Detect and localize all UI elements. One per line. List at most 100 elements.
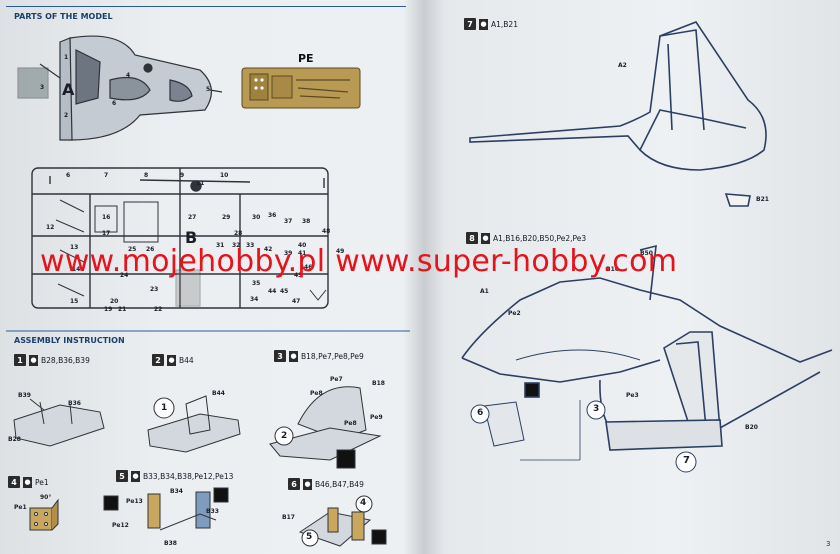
callout-label: A1 xyxy=(480,288,489,295)
glue-icon: ● xyxy=(29,354,38,366)
step-8-header: 8 ● A1,B16,B20,B50,Pe2,Pe3 xyxy=(466,232,586,244)
sprue-b-part-number: 32 xyxy=(232,242,241,249)
sprue-b-part-number: 13 xyxy=(70,244,79,251)
step-number: 4 xyxy=(8,476,20,488)
sprue-a-part-number: 5 xyxy=(206,86,211,93)
callout-label: 4 xyxy=(360,498,367,508)
step8-drawing xyxy=(461,244,833,473)
parts-title-rule xyxy=(6,6,406,7)
callout-label: B21 xyxy=(756,196,769,203)
step1-drawing xyxy=(13,398,105,447)
step-6-header: 6 ● B46,B47,B49 xyxy=(288,478,364,490)
callout-label: Pe1 xyxy=(14,504,27,511)
sprue-b-part-number: 34 xyxy=(250,296,259,303)
glue-icon: ● xyxy=(303,478,312,490)
glue-icon: ● xyxy=(23,476,32,488)
callout-label: Pe13 xyxy=(126,498,143,505)
sprue-b-part-number: 33 xyxy=(246,242,255,249)
callout-label: B36 xyxy=(68,400,81,407)
sprue-b-part-number: 15 xyxy=(70,298,79,305)
callout-label: B16 xyxy=(606,266,619,273)
step-3-header: 3 ● B18,Pe7,Pe8,Pe9 xyxy=(274,350,364,362)
sprue-b-part-number: 49 xyxy=(336,248,345,255)
step7-drawing xyxy=(469,21,767,207)
sprue-b-part-number: 11 xyxy=(196,180,205,187)
sprue-b-part-number: 45 xyxy=(280,288,289,295)
step-parts: Pe1 xyxy=(35,477,49,487)
sprue-b-part-number: 24 xyxy=(120,272,129,279)
sprue-b-part-number: 9 xyxy=(180,172,185,179)
sprue-b-part-number: 19 xyxy=(104,306,113,313)
step-parts: B44 xyxy=(179,355,194,365)
callout-label: B39 xyxy=(18,392,31,399)
sprue-b-part-number: 7 xyxy=(104,172,109,179)
callout-label: Pe8 xyxy=(310,390,323,397)
parts-section-title: PARTS OF THE MODEL xyxy=(14,12,113,21)
step6-drawing xyxy=(298,495,387,547)
callout-label: Pe9 xyxy=(370,414,383,421)
step-2-header: 2 ● B44 xyxy=(152,354,194,366)
sprue-b-letter: B xyxy=(185,228,198,247)
callout-label: B28 xyxy=(8,436,21,443)
callout-label: 7 xyxy=(683,455,690,466)
step-1-header: 1 ● B28,B36,B39 xyxy=(14,354,90,366)
sprue-b-part-number: 48 xyxy=(322,228,331,235)
sprue-b-part-number: 17 xyxy=(102,230,111,237)
glue-icon: ● xyxy=(481,232,490,244)
callout-label: B38 xyxy=(164,540,177,547)
glue-icon: ● xyxy=(479,18,488,30)
sprue-a-part-number: 2 xyxy=(64,112,69,119)
step-7-header: 7 ● A1,B21 xyxy=(464,18,518,30)
sprue-b-part-number: 47 xyxy=(292,298,301,305)
callout-label: B33 xyxy=(206,508,219,515)
callout-label: Pe3 xyxy=(626,392,639,399)
step-4-header: 4 ● Pe1 xyxy=(8,476,49,488)
sprue-b-part-number: 35 xyxy=(252,280,261,287)
glue-icon: ● xyxy=(167,354,176,366)
sprue-b-part-number: 31 xyxy=(216,242,225,249)
sprue-b-part-number: 10 xyxy=(220,172,229,179)
callout-label: B34 xyxy=(170,488,183,495)
step-number: 5 xyxy=(116,470,128,482)
step-5-header: 5 ● B33,B34,B38,Pe12,Pe13 xyxy=(116,470,233,482)
pe-fret-drawing xyxy=(241,67,361,109)
callout-label: 90° xyxy=(40,494,52,501)
step-parts: A1,B21 xyxy=(491,19,518,29)
sprue-b-part-number: 30 xyxy=(252,214,261,221)
callout-label: 3 xyxy=(593,404,600,414)
sprue-b-drawing xyxy=(31,167,329,309)
sprue-a-letter: A xyxy=(62,80,75,99)
sprue-a-drawing xyxy=(17,35,223,141)
callout-label: 2 xyxy=(281,431,288,441)
callout-label: B18 xyxy=(372,380,385,387)
sprue-b-part-number: 6 xyxy=(66,172,71,179)
callout-label: B20 xyxy=(745,424,758,431)
sprue-b-part-number: 41 xyxy=(298,250,307,257)
callout-label: 6 xyxy=(477,408,484,418)
sprue-b-part-number: 36 xyxy=(268,212,277,219)
sprue-b-part-number: 44 xyxy=(268,288,277,295)
step-parts: B18,Pe7,Pe8,Pe9 xyxy=(301,351,364,361)
callout-label: B50 xyxy=(640,250,653,257)
sprue-b-part-number: 42 xyxy=(264,246,273,253)
pe-fret-title: PE xyxy=(298,52,314,65)
glue-icon: ● xyxy=(289,350,298,362)
step-parts: B46,B47,B49 xyxy=(315,479,364,489)
page-number: 3 xyxy=(826,540,831,548)
step2-drawing xyxy=(147,395,241,453)
sprue-b-part-number: 27 xyxy=(188,214,197,221)
callout-label: Pe2 xyxy=(508,310,521,317)
step5-drawing xyxy=(103,487,229,531)
sprue-b-part-number: 29 xyxy=(222,214,231,221)
sprue-a-part-number: 4 xyxy=(126,72,131,79)
sprue-b-part-number: 46 xyxy=(304,264,313,271)
sprue-b-part-number: 20 xyxy=(110,298,119,305)
callout-label: A2 xyxy=(618,62,627,69)
sprue-b-part-number: 22 xyxy=(154,306,163,313)
callout-label: B44 xyxy=(212,390,225,397)
step4-drawing xyxy=(29,498,59,531)
step-parts: B33,B34,B38,Pe12,Pe13 xyxy=(143,471,234,481)
callout-label: B17 xyxy=(282,514,295,521)
